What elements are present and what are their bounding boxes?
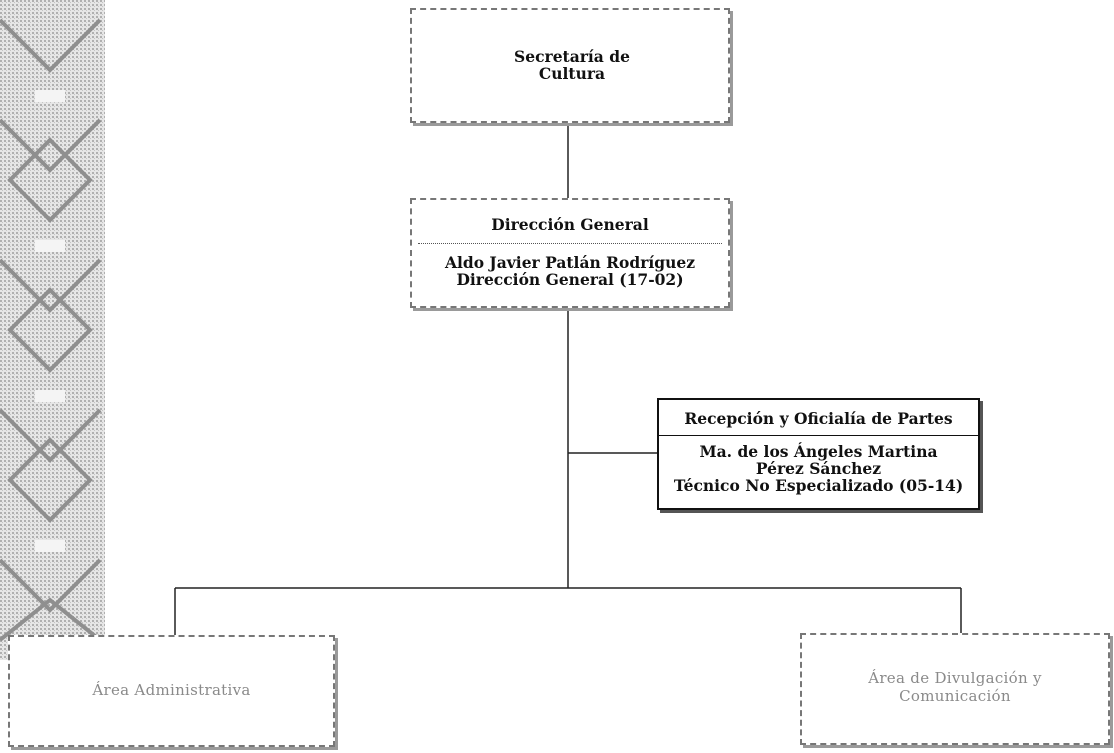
node-direccion-divider	[418, 243, 722, 244]
node-secretaria-de-cultura: Secretaría de Cultura	[410, 8, 730, 123]
node-secretaria-name: Secretaría de Cultura	[514, 47, 630, 83]
node-recepcion-title: Recepción y Oficialía de Partes	[684, 409, 953, 428]
node-recepcion-holder-position: Técnico No Especializado (05-14)	[673, 476, 964, 495]
node-direccion-holder-name: Aldo Javier Patlán Rodríguez	[444, 253, 696, 272]
node-area-administrativa-name: Área Administrativa	[92, 681, 251, 699]
node-area-divulgacion-name-1: Área de Divulgación y	[868, 669, 1042, 687]
node-direccion-title: Dirección General	[491, 215, 649, 234]
node-recepcion-divider	[659, 435, 978, 436]
node-area-administrativa: Área Administrativa	[8, 635, 335, 747]
node-area-divulgacion-name-2: Comunicación	[899, 687, 1011, 705]
node-recepcion-holder-name-1: Ma. de los Ángeles Martina	[699, 442, 938, 461]
node-recepcion-oficialia-de-partes: Recepción y Oficialía de Partes Ma. de l…	[657, 398, 980, 510]
node-direccion-holder-position: Dirección General (17-02)	[456, 270, 684, 289]
node-recepcion-holder-name-2: Pérez Sánchez	[755, 459, 882, 478]
node-direccion-general: Dirección General Aldo Javier Patlán Rod…	[410, 198, 730, 308]
decorative-pattern	[0, 0, 105, 660]
node-area-divulgacion-comunicacion: Área de Divulgación y Comunicación	[800, 633, 1110, 745]
